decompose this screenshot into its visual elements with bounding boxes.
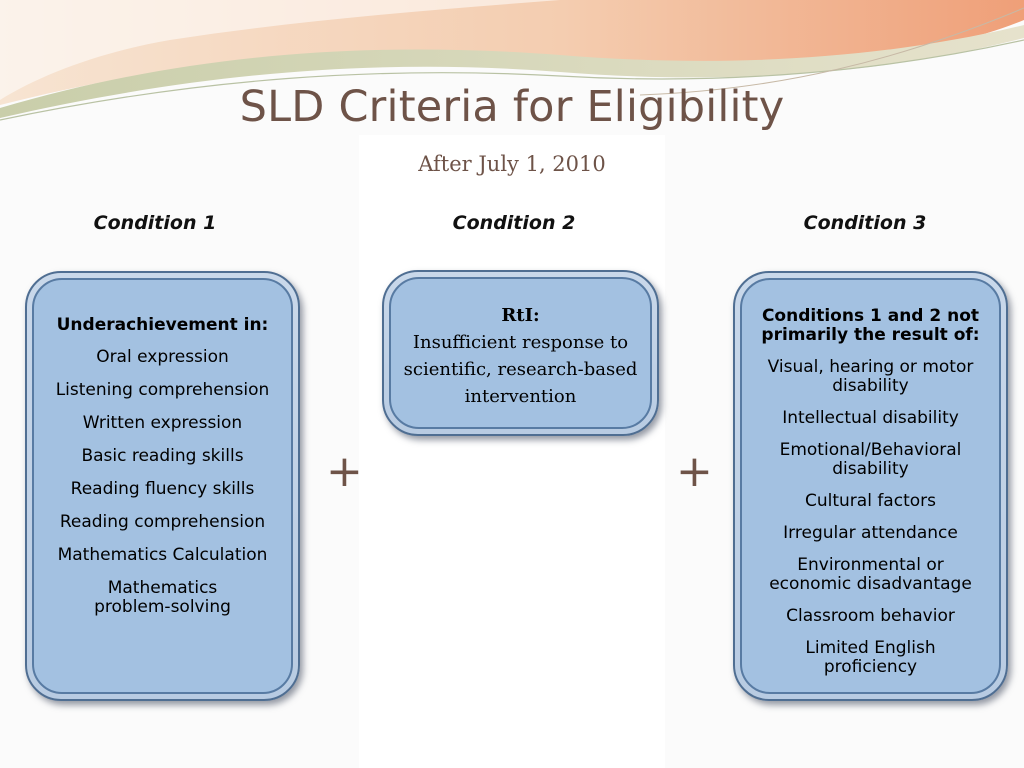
list-item: Irregular attendance xyxy=(783,523,958,543)
condition-3-heading: Condition 3 xyxy=(803,212,927,234)
condition-1-box: Underachievement in: Oral expression Lis… xyxy=(25,271,300,701)
list-item: Basic reading skills xyxy=(81,446,244,466)
condition-2-box: RtI: Insufficient response to scientific… xyxy=(382,270,659,436)
decorative-wave-header xyxy=(0,0,1024,121)
list-item: Reading fluency skills xyxy=(70,479,255,499)
condition-1-content: Underachievement in: Oral expression Lis… xyxy=(27,315,298,617)
list-item: Environmental or economic disadvantage xyxy=(769,555,972,594)
condition-2-box-inner xyxy=(389,277,652,429)
condition-2-heading: Condition 2 xyxy=(452,212,576,234)
list-item: Classroom behavior xyxy=(786,606,955,626)
list-item: Written expression xyxy=(82,413,243,433)
list-item: Emotional/Behavioral disability xyxy=(779,440,962,479)
condition-3-content: Conditions 1 and 2 not primarily the res… xyxy=(735,307,1006,677)
condition-2-content: RtI: Insufficient response to scientific… xyxy=(384,302,657,410)
list-item: Mathematics Calculation xyxy=(57,545,268,565)
list-item: Visual, hearing or motor disability xyxy=(767,357,974,396)
condition-3-box-inner xyxy=(740,278,1001,694)
slide-subtitle: After July 1, 2010 xyxy=(418,152,606,176)
slide-title: SLD Criteria for Eligibility xyxy=(239,82,785,132)
list-item: Oral expression xyxy=(96,347,229,367)
condition-1-heading: Condition 1 xyxy=(93,212,217,234)
list-item: Limited English proficiency xyxy=(805,638,936,677)
list-item: Cultural factors xyxy=(804,491,936,511)
condition-1-box-inner xyxy=(32,278,293,694)
condition-1-box-title: Underachievement in: xyxy=(56,315,269,335)
list-item: Listening comprehension xyxy=(55,380,270,400)
condition-2-box-body: Insufficient response to scientific, res… xyxy=(403,332,638,407)
list-item: Intellectual disability xyxy=(782,408,959,428)
condition-3-box: Conditions 1 and 2 not primarily the res… xyxy=(733,271,1008,701)
center-column-background xyxy=(359,135,665,768)
plus-operator-2: + xyxy=(676,446,713,497)
plus-operator-1: + xyxy=(326,446,363,497)
condition-2-box-title: RtI: xyxy=(501,305,540,326)
condition-3-box-title: Conditions 1 and 2 not primarily the res… xyxy=(761,306,980,345)
list-item: Reading comprehension xyxy=(59,512,266,532)
list-item: Mathematics problem-solving xyxy=(94,578,231,617)
